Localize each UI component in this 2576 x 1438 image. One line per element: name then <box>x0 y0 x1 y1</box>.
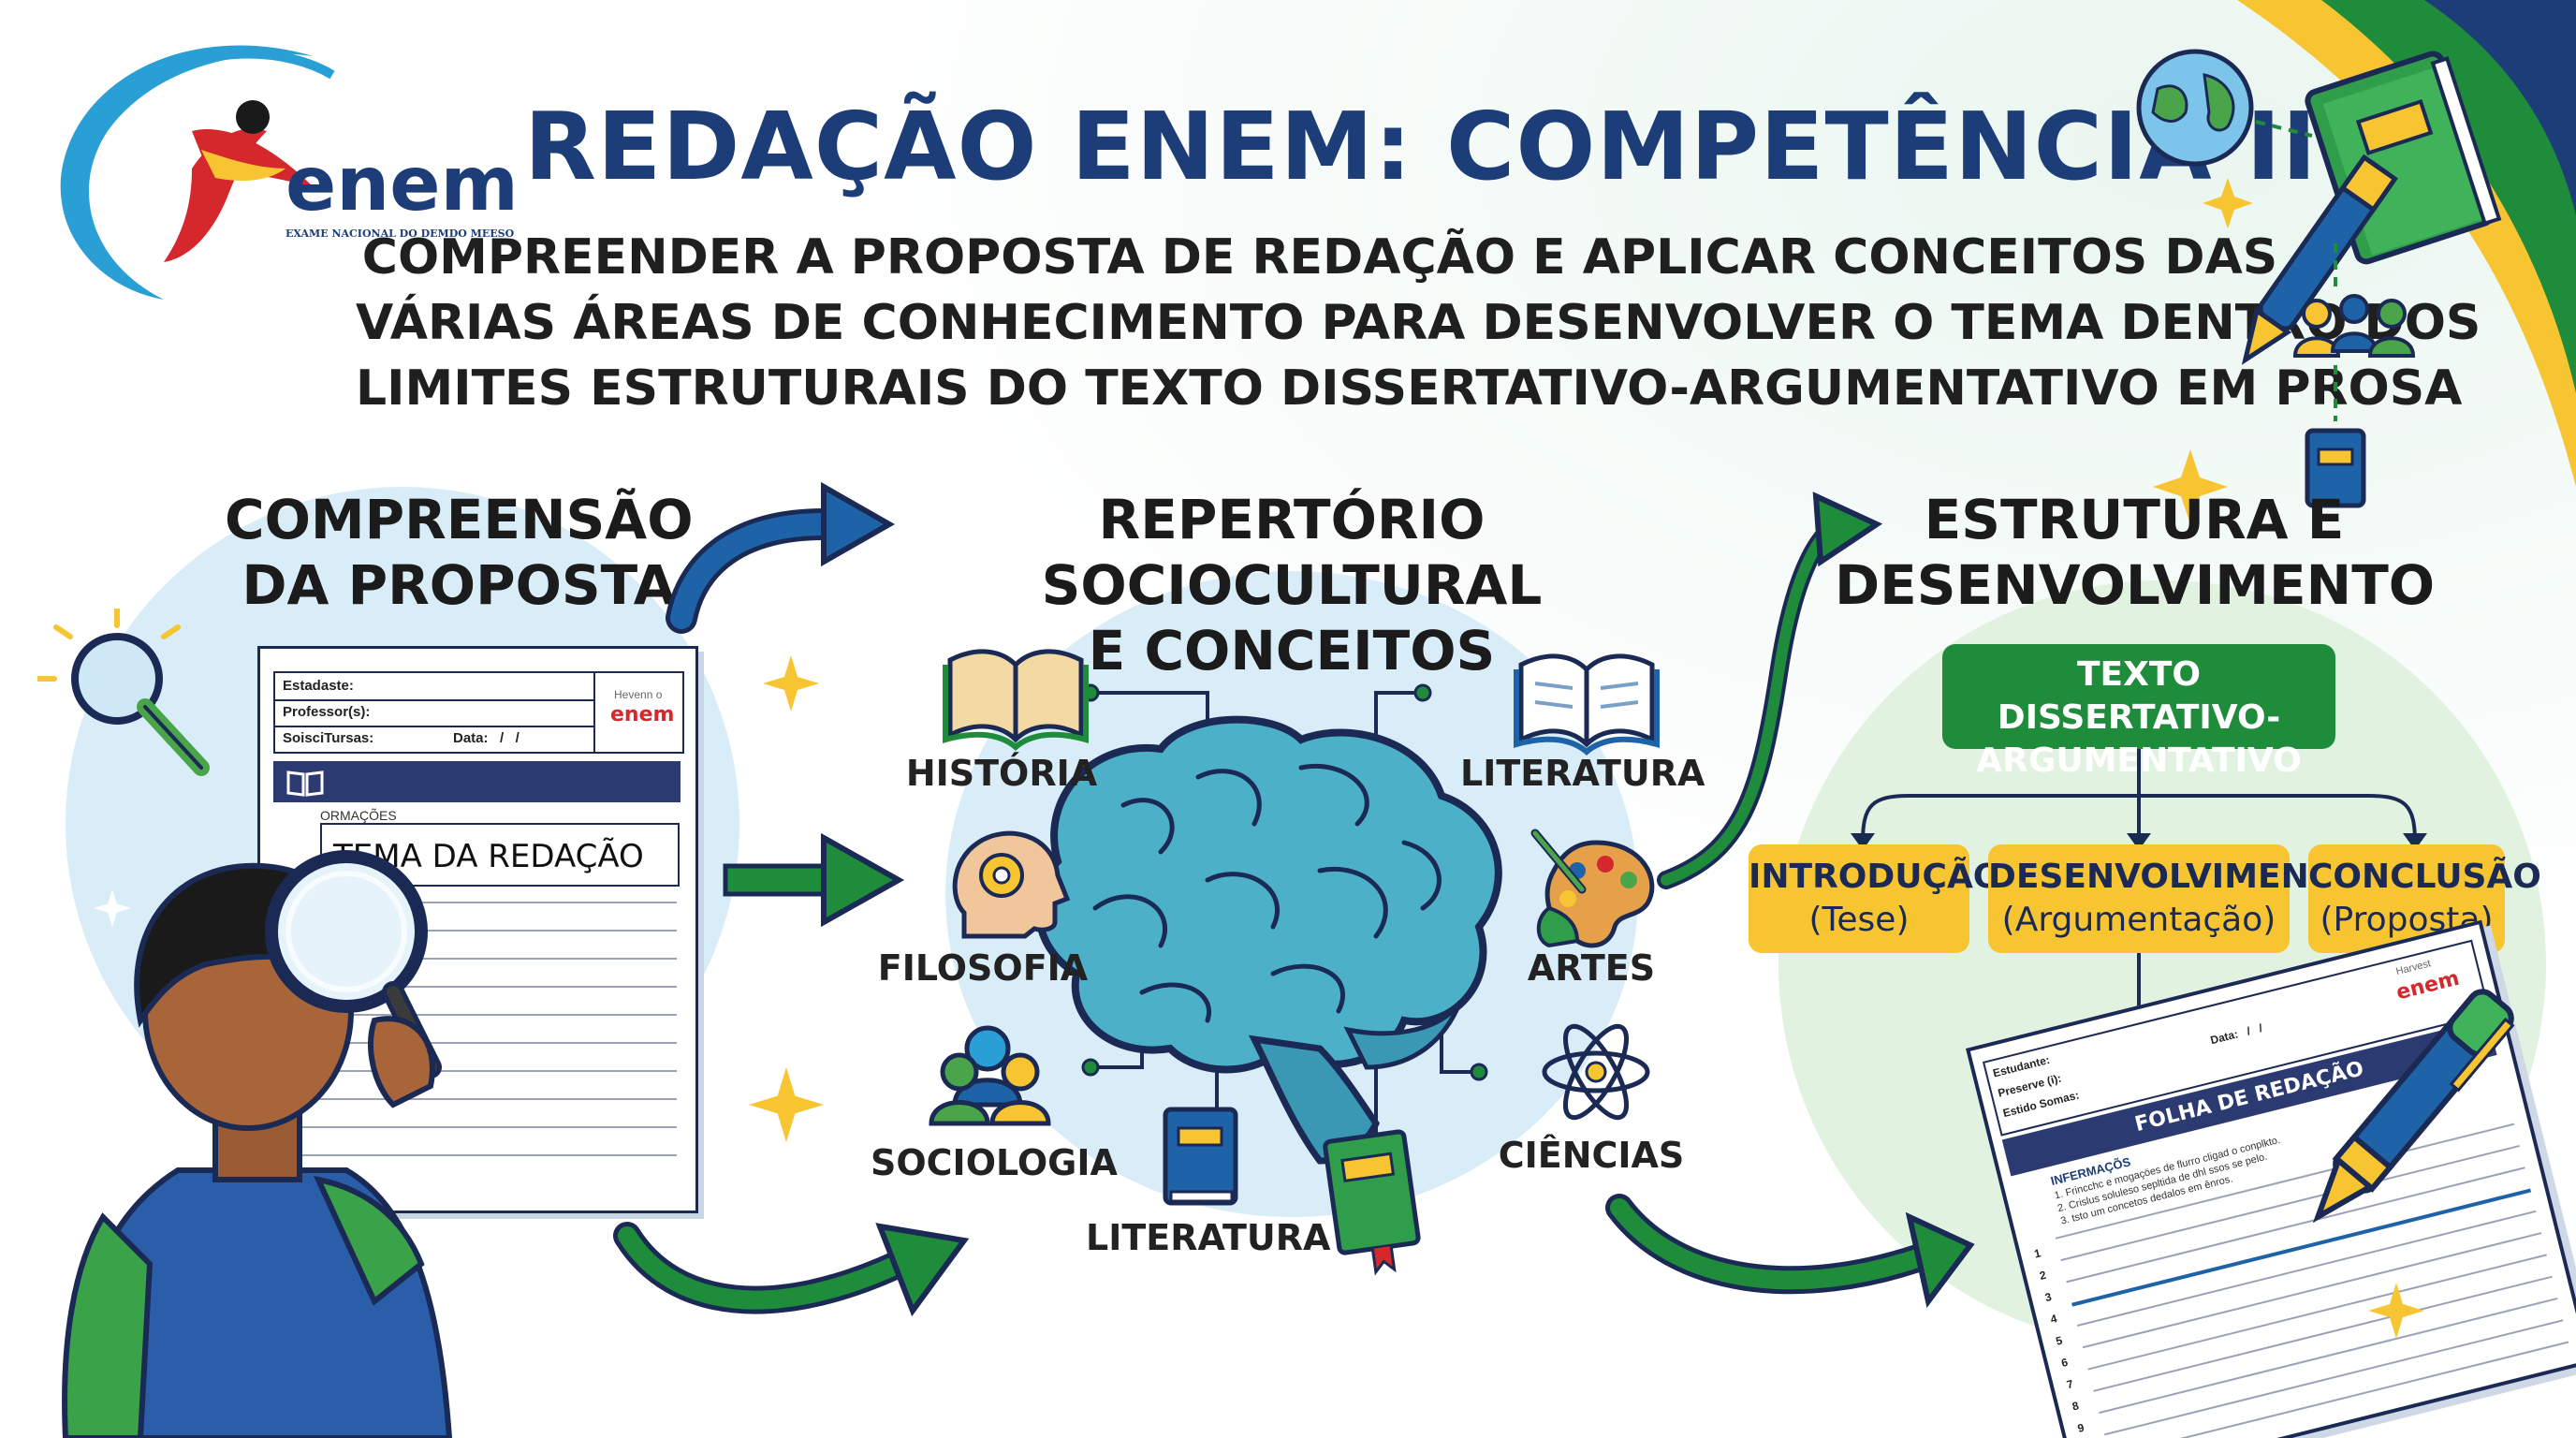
subtitle-line-2: VÁRIAS ÁREAS DE CONHECIMENTO PARA DESENV… <box>356 295 2481 351</box>
form-band <box>273 761 681 802</box>
corner-stripes <box>2237 0 2576 487</box>
student-figure <box>62 850 453 1438</box>
sheet-row-number: 1 <box>2032 1246 2042 1261</box>
box-introducao-label: INTRODUÇÃO <box>1749 858 2002 896</box>
arrow-top-left <box>666 481 896 634</box>
subtitle-line-3: LIMITES ESTRUTURAIS DO TEXTO DISSERTATIV… <box>356 360 2463 417</box>
form-field-4: Data: / / <box>453 730 520 746</box>
arrow-middle-left <box>723 832 905 928</box>
form-brand-small: Hevenn o <box>614 688 663 701</box>
sheet-row-number: 9 <box>2076 1420 2086 1435</box>
form-header: Estadaste: Professor(s): SoisciTursas: D… <box>273 671 684 754</box>
section1-heading-line2: DA PROPOSTA <box>242 553 676 617</box>
section2-heading-line2: E CONCEITOS <box>1088 619 1496 682</box>
arrow-top-right <box>1657 492 1883 889</box>
form-brand: enem <box>610 703 675 726</box>
sparkle-icon <box>94 889 131 927</box>
subject-filosofia: FILOSOFIA <box>877 947 1089 989</box>
people-icon <box>2292 294 2416 358</box>
book-icon <box>1323 1129 1421 1276</box>
logo-caption: EXAME NACIONAL DO DEMDO MEESO <box>285 227 515 240</box>
palette-icon <box>1530 829 1655 948</box>
box-introducao: INTRODUÇÃO (Tese) <box>1749 844 2002 953</box>
subject-ciencias: CIÊNCIAS <box>1498 1135 1685 1176</box>
people-icon <box>929 1025 1051 1126</box>
brain-icon <box>1034 715 1502 1165</box>
brain-diagram <box>929 649 1660 1276</box>
box-desenvolvimento: DESENVOLVIMENTO (Argumentação) <box>1988 844 2361 953</box>
globe-icon <box>2136 49 2254 167</box>
arrow-bottom-left <box>613 1222 970 1317</box>
section2-heading: REPERTÓRIO SOCIOCULTURAL E CONCEITOS <box>880 487 1704 683</box>
sheet-row-number: 4 <box>2049 1312 2058 1327</box>
subject-literatura-bottom: LITERATURA <box>1086 1217 1331 1258</box>
magnifier-icon <box>37 609 210 776</box>
section3-heading: ESTRUTURA E DESENVOLVIMENTO <box>1835 487 2436 618</box>
box-desenvolvimento-label: DESENVOLVIMENTO <box>1988 858 2361 896</box>
form-info-label: ORMAÇÕES <box>320 808 397 823</box>
box-desenvolvimento-sub: (Argumentação) <box>2001 901 2276 939</box>
page-title: REDAÇÃO ENEM: COMPETÊNCIA II <box>524 92 2318 201</box>
book-icon <box>1163 1107 1238 1206</box>
sheet-row-number: 7 <box>2065 1377 2075 1392</box>
form-row: Professor(s): <box>275 699 593 727</box>
sheet-row-number: 3 <box>2043 1289 2054 1305</box>
sheet-field-4: Data: / / <box>2209 1020 2264 1048</box>
sheet-row-number: 8 <box>2071 1399 2081 1414</box>
page-subtitle: COMPREENDER A PROPOSTA DE REDAÇÃO E APLI… <box>356 225 2481 421</box>
section1-heading: COMPREENSÃO DA PROPOSTA <box>225 487 694 618</box>
book-open-icon <box>1514 653 1660 756</box>
book-icon <box>286 770 324 797</box>
sheet-row-number: 6 <box>2059 1355 2070 1371</box>
box-introducao-sub: (Tese) <box>1808 901 1910 939</box>
form-field-3: SoisciTursas: <box>283 730 374 746</box>
small-book-icon <box>2305 428 2366 508</box>
subject-historia: HISTÓRIA <box>905 753 1098 794</box>
box-conclusao-label: CONCLUSÃO <box>2308 858 2541 896</box>
proposal-form: Estadaste: Professor(s): SoisciTursas: D… <box>257 646 698 1213</box>
sparkle-icon <box>2203 178 2253 228</box>
pen-icon <box>2312 989 2515 1224</box>
subtitle-line-1: COMPREENDER A PROPOSTA DE REDAÇÃO E APLI… <box>361 229 2278 286</box>
section3-heading-line1: ESTRUTURA E <box>1924 488 2345 551</box>
pen-icon <box>2241 154 2398 365</box>
essay-type-box: TEXTO DISSERTATIVO- ARGUMENTATIVO <box>1942 644 2335 780</box>
section3-heading-line2: DESENVOLVIMENTO <box>1835 553 2436 617</box>
section1-heading-line1: COMPREENSÃO <box>225 488 694 551</box>
head-gear-icon <box>952 830 1071 939</box>
form-field-2: Professor(s): <box>283 704 371 720</box>
form-field-1: Estadaste: <box>283 678 354 694</box>
book-open-icon <box>943 649 1089 751</box>
arrow-bottom-right <box>1605 1194 1975 1309</box>
box-conclusao: CONCLUSÃO (Proposta) <box>2308 844 2541 953</box>
form-lines: 4 5 <box>279 902 677 1182</box>
section2-heading-line1: REPERTÓRIO SOCIOCULTURAL <box>1041 488 1543 617</box>
atom-icon <box>1542 1023 1650 1121</box>
logo-swoosh <box>60 45 335 300</box>
enem-logo: enem EXAME NACIONAL DO DEMDO MEESO <box>51 28 519 309</box>
subject-sociologia: SOCIOLOGIA <box>871 1142 1118 1183</box>
form-divider <box>593 673 595 752</box>
subject-artes: ARTES <box>1527 947 1656 989</box>
top-right-icons <box>2136 49 2502 524</box>
logo-word: enem <box>285 140 519 227</box>
sparkle-icon <box>763 655 819 712</box>
subject-literatura-top: LITERATURA <box>1460 753 1705 794</box>
sparkle-icon <box>749 1067 824 1142</box>
sheet-row-number: 5 <box>2054 1333 2064 1348</box>
sparkle-icon <box>2368 1283 2424 1339</box>
essay-type-line1: TEXTO DISSERTATIVO- <box>1997 655 2281 737</box>
sheet-row-number: 2 <box>2038 1268 2048 1283</box>
form-row: Estadaste: <box>275 673 593 701</box>
sparkle-icon <box>2153 449 2228 524</box>
